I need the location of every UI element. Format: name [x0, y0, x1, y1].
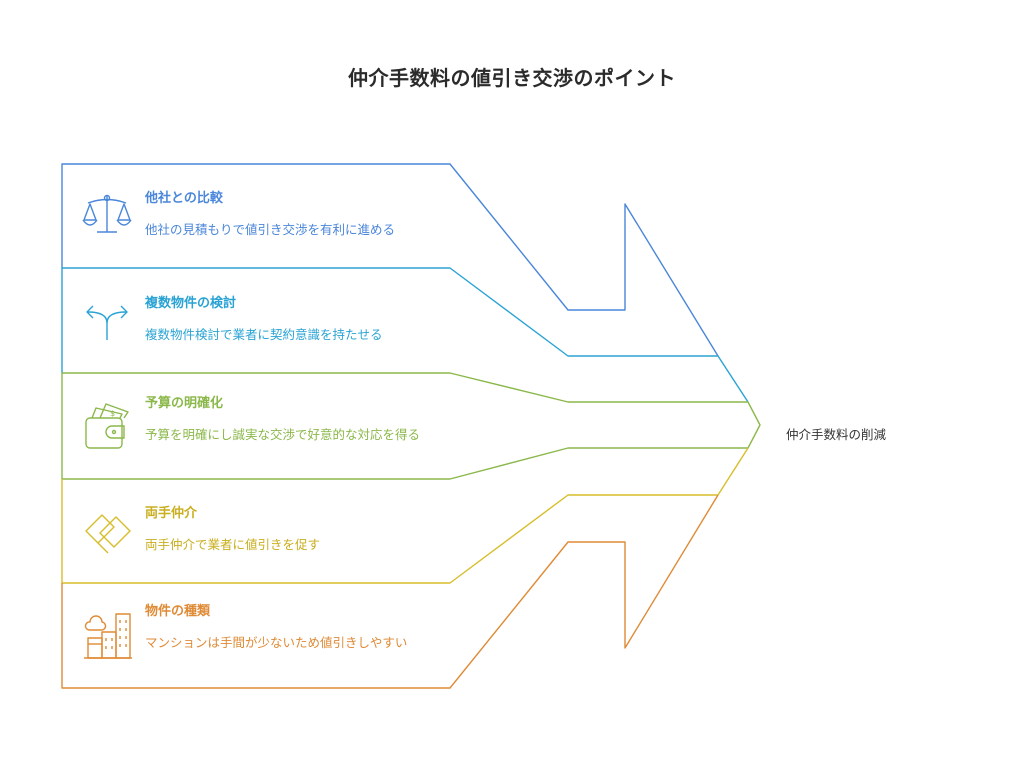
page-title: 仲介手数料の値引き交渉のポイント [348, 66, 676, 90]
point-title: 両手仲介 [145, 506, 198, 521]
point-property-type: 物件の種類 マンションは手間が少ないため値引きしやすい [145, 603, 445, 651]
scales-icon [82, 194, 132, 233]
point-title: 物件の種類 [145, 604, 211, 619]
point-description: 複数物件検討で業者に契約意識を持たせる [145, 327, 383, 342]
wallet-icon: $ [85, 403, 129, 449]
band-multiple-properties [61, 267, 749, 403]
svg-text:$: $ [110, 409, 115, 418]
buildings-icon [84, 613, 132, 659]
point-description: 両手仲介で業者に値引きを促す [145, 537, 321, 552]
handshake-icon [85, 514, 131, 554]
band-competitor-comparison [61, 163, 719, 357]
band-dual-agency [61, 447, 749, 584]
point-title: 予算の明確化 [145, 396, 224, 411]
point-description: 他社の見積もりで値引き交渉を有利に進める [145, 222, 396, 237]
band-property-type [61, 494, 719, 689]
point-description: マンションは手間が少ないため値引きしやすい [145, 635, 408, 650]
point-title: 複数物件の検討 [145, 296, 237, 311]
split-arrows-icon [86, 305, 128, 340]
band-budget-clarity [61, 372, 761, 480]
point-competitor-comparison: 他社との比較 他社の見積もりで値引き交渉を有利に進める [145, 190, 445, 238]
point-multiple-properties: 複数物件の検討 複数物件検討で業者に契約意識を持たせる [145, 295, 445, 343]
point-title: 他社との比較 [145, 191, 223, 206]
point-dual-agency: 両手仲介 両手仲介で業者に値引きを促す [145, 505, 445, 553]
result-label: 仲介手数料の削減 [786, 427, 887, 442]
point-description: 予算を明確にし誠実な交渉で好意的な対応を得る [145, 427, 421, 442]
point-budget-clarity: 予算の明確化 予算を明確にし誠実な交渉で好意的な対応を得る [145, 395, 445, 443]
